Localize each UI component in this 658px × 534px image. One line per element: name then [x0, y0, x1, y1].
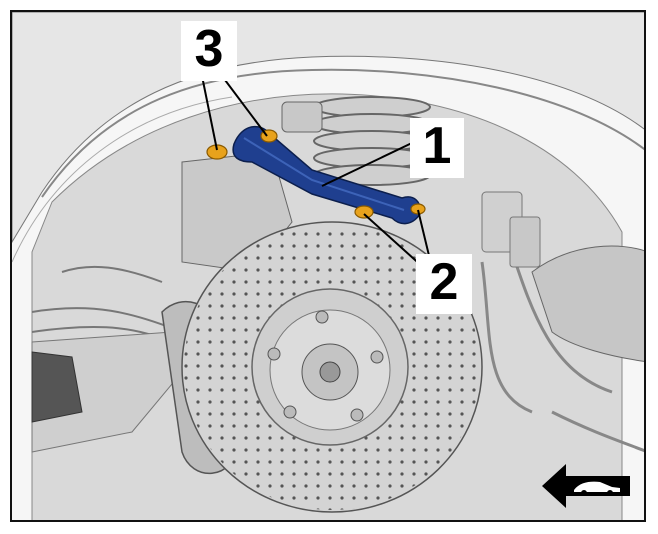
callout-3: 3 — [181, 21, 237, 81]
illustration-frame — [10, 10, 646, 522]
suspension-illustration — [12, 12, 644, 520]
brake-disc — [181, 221, 483, 513]
callout-2: 2 — [416, 254, 472, 314]
car-forward-direction-icon — [542, 464, 630, 508]
callout-1: 1 — [410, 118, 464, 178]
